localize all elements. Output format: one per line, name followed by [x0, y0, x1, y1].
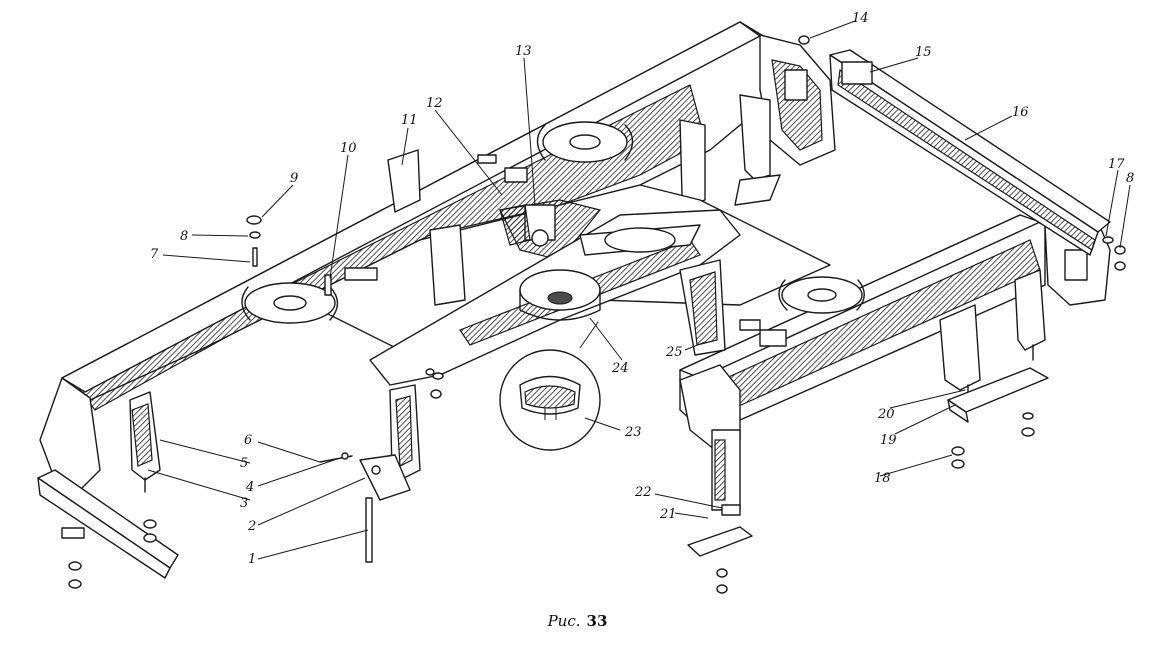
callout-3: 3 — [240, 496, 248, 511]
nuts-right — [798, 35, 1126, 271]
pin-1 — [365, 497, 373, 563]
top-pads — [344, 154, 787, 347]
callout-11: 11 — [401, 113, 418, 128]
caption-number: 33 — [586, 612, 608, 630]
callout-8-left: 8 — [180, 229, 188, 244]
callout-21: 21 — [659, 507, 677, 522]
callout-7: 7 — [150, 247, 159, 262]
callout-25: 25 — [665, 345, 683, 360]
callout-2: 2 — [247, 519, 256, 534]
detail-23 — [499, 321, 601, 451]
rod-10 — [324, 274, 332, 296]
figure-caption: Рис. 33 — [0, 612, 1155, 630]
callout-numbers: 1 2 3 4 5 6 7 8 9 10 11 12 13 14 15 16 1… — [150, 11, 1134, 567]
left-end-beam — [37, 469, 179, 579]
callout-9: 9 — [290, 171, 298, 186]
callout-5: 5 — [240, 456, 248, 471]
callout-8-right: 8 — [1126, 171, 1134, 186]
middle-legs — [389, 224, 726, 481]
callout-10: 10 — [340, 141, 357, 156]
bracket-11 — [387, 149, 421, 213]
callout-14: 14 — [852, 11, 869, 26]
callout-4: 4 — [245, 480, 254, 495]
fastener-stack-7-9 — [246, 215, 262, 267]
plate-22 — [687, 504, 753, 557]
side-bearing-front — [778, 276, 865, 314]
center-bowl — [519, 269, 601, 321]
bolt-4 — [319, 452, 353, 463]
callout-12: 12 — [426, 96, 443, 111]
loose-nuts — [68, 368, 1035, 594]
callout-22: 22 — [634, 485, 652, 500]
caption-prefix: Рис. — [547, 612, 581, 630]
side-member-rear — [61, 21, 781, 411]
callout-23: 23 — [624, 425, 642, 440]
side-bearing-rear — [536, 121, 634, 163]
callout-15: 15 — [915, 45, 932, 60]
rear-end-block — [759, 34, 836, 166]
front-end-box — [679, 364, 741, 511]
callout-24: 24 — [611, 361, 629, 376]
front-pedestals — [939, 269, 1046, 401]
callout-13: 13 — [515, 44, 532, 59]
leaders — [147, 20, 1131, 560]
callout-17: 17 — [1108, 157, 1125, 172]
callout-19: 19 — [880, 433, 897, 448]
end-beam-16 — [829, 49, 1111, 256]
callout-1: 1 — [248, 552, 256, 567]
callout-6: 6 — [244, 433, 252, 448]
callout-20: 20 — [877, 407, 895, 422]
bracket-2 — [359, 454, 411, 501]
left-end-legs — [39, 377, 161, 493]
side-bearing-left — [241, 282, 339, 324]
callout-18: 18 — [874, 471, 891, 486]
pivot-boss — [499, 204, 556, 247]
rear-pedestals — [679, 94, 781, 206]
callout-16: 16 — [1012, 105, 1029, 120]
